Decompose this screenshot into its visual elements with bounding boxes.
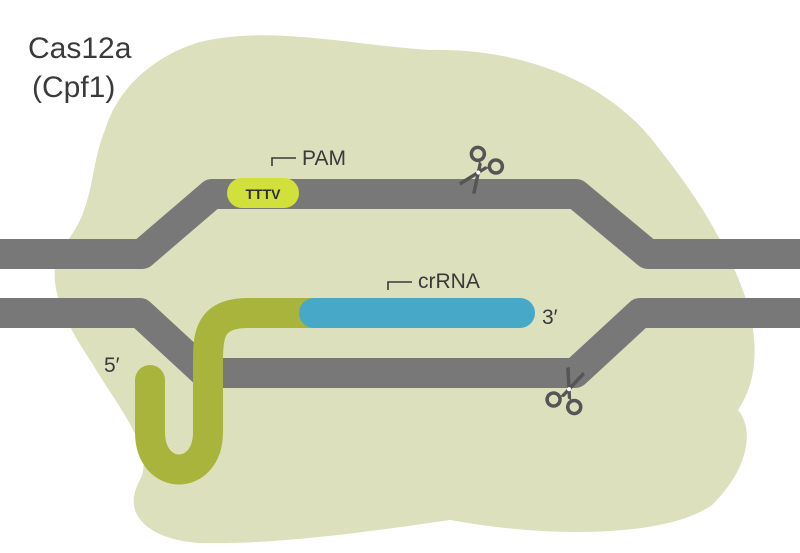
- title-line-1: Cas12a: [28, 32, 132, 65]
- title-line-2: (Cpf1): [32, 71, 115, 104]
- crrna-label: crRNA: [418, 270, 480, 293]
- pam-bracket: [271, 157, 296, 166]
- bottom-dna-strand-left: [0, 298, 800, 388]
- three-prime-label: 3′: [542, 306, 558, 329]
- crrna-bracket: [387, 281, 412, 290]
- scissors-icon: [459, 145, 505, 194]
- crrna-handle: [135, 298, 325, 485]
- pam-box: [227, 178, 299, 208]
- five-prime-label: 5′: [104, 354, 120, 377]
- cas12a-protein-blob: [54, 35, 755, 544]
- pam-label: PAM: [302, 147, 346, 170]
- pam-sequence: TTTV: [246, 186, 282, 202]
- top-dna-strand: [0, 179, 800, 269]
- scissors-icon: [545, 367, 585, 416]
